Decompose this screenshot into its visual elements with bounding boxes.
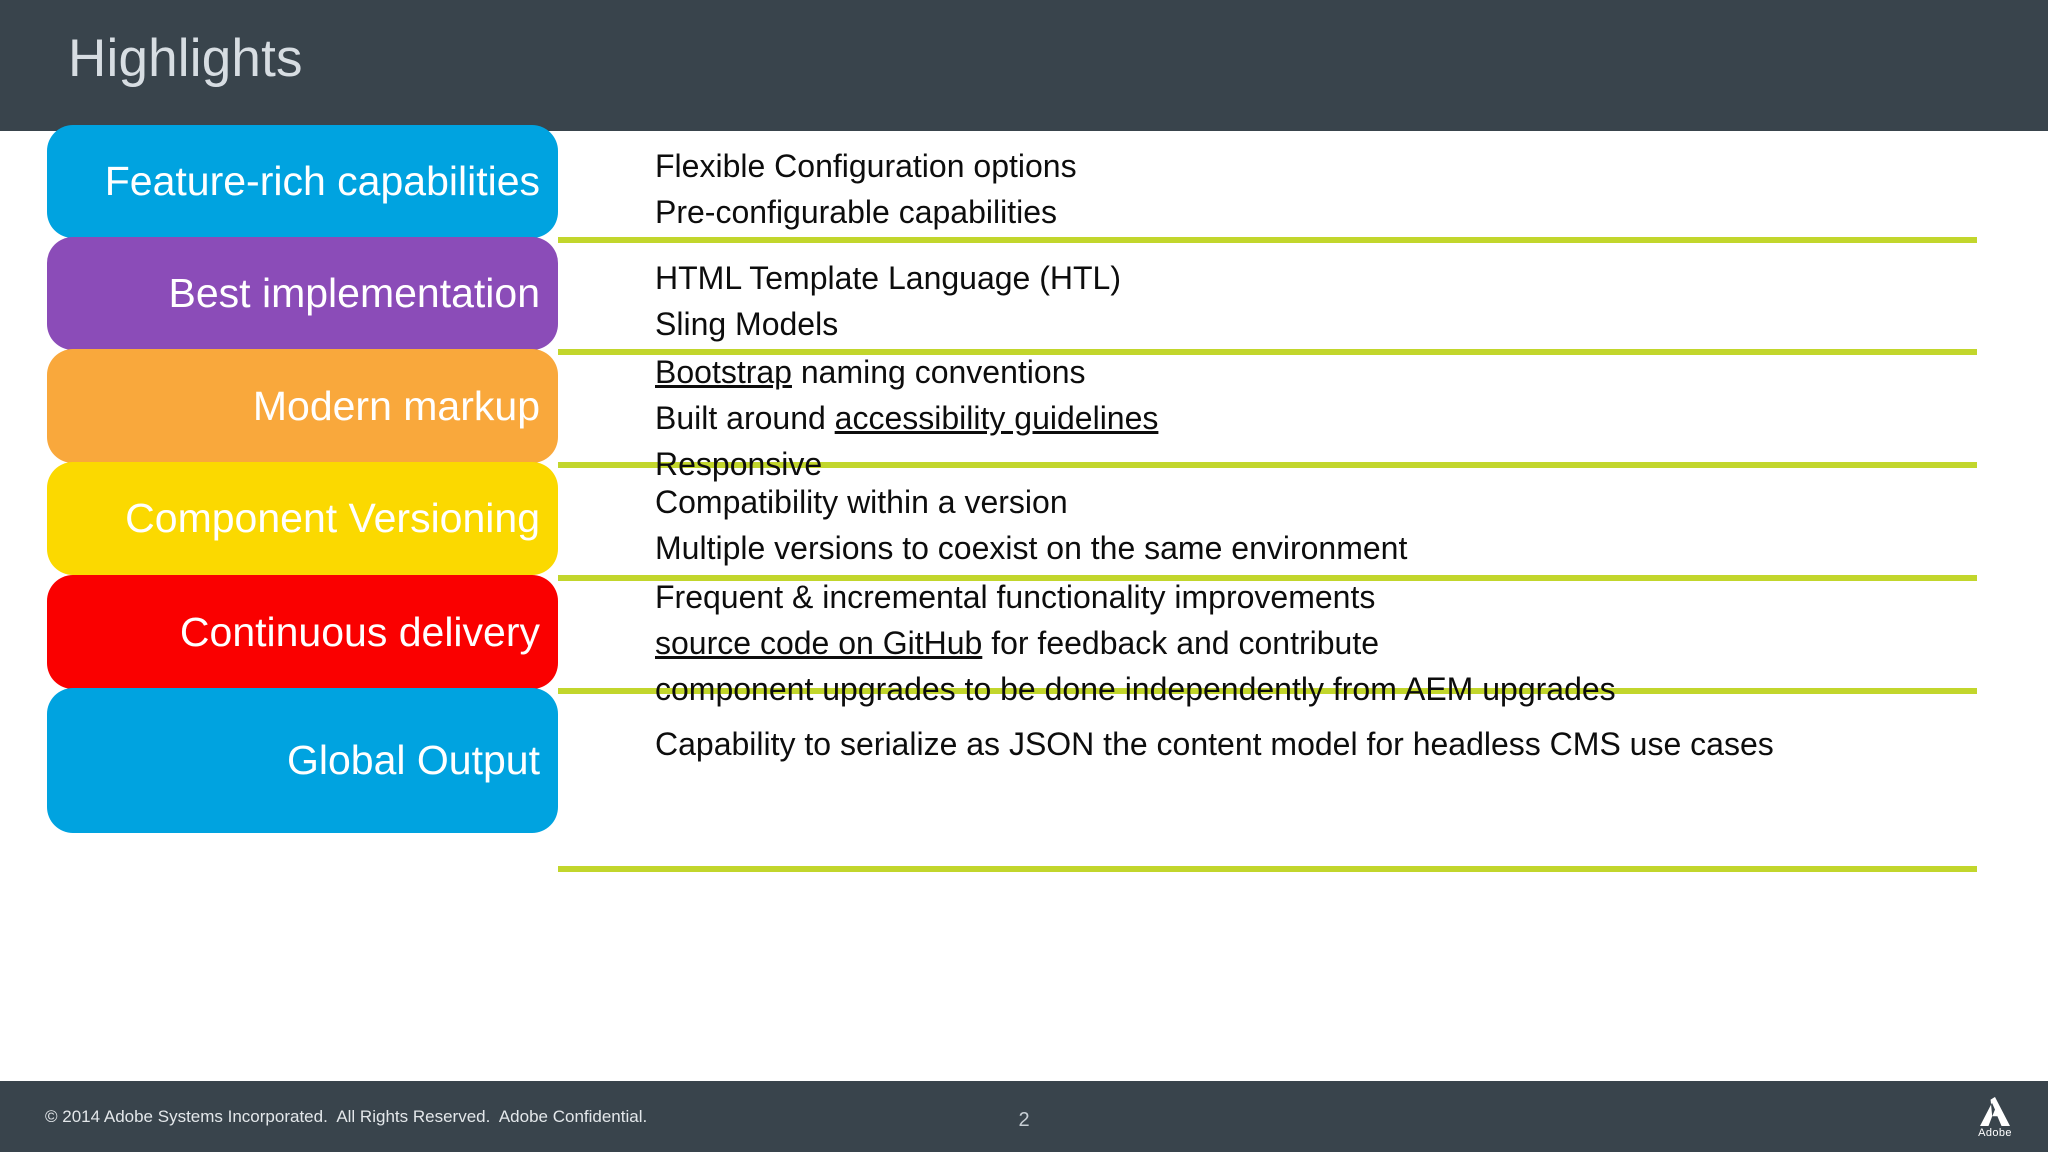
slide-footer: © 2014 Adobe Systems Incorporated. All R… — [0, 1081, 2048, 1152]
row-divider — [558, 866, 1977, 872]
copyright-text: © 2014 Adobe Systems Incorporated. All R… — [45, 1107, 648, 1126]
highlight-pill[interactable]: Global Output — [47, 688, 558, 833]
inline-link[interactable]: source code on GitHub — [655, 625, 983, 661]
page-title: Highlights — [68, 29, 303, 88]
highlight-description-line: Bootstrap naming conventions — [655, 349, 2015, 395]
inline-text: Compatibility within a version — [655, 484, 1068, 520]
inline-text: Multiple versions to coexist on the same… — [655, 530, 1408, 566]
highlight-description-line: Pre-configurable capabilities — [655, 189, 2015, 235]
highlight-description-line: Multiple versions to coexist on the same… — [655, 525, 2015, 571]
highlight-description: Frequent & incremental functionality imp… — [655, 574, 2015, 712]
highlight-pill[interactable]: Continuous delivery — [47, 575, 558, 689]
highlight-pill[interactable]: Best implementation — [47, 237, 558, 350]
highlight-pill-label: Feature-rich capabilities — [104, 158, 540, 204]
highlight-description-line: Frequent & incremental functionality imp… — [655, 574, 2015, 620]
highlight-pill-label: Best implementation — [168, 270, 540, 316]
slide-body: Feature-rich capabilities Flexible Config… — [0, 125, 2048, 1081]
inline-text: Responsive — [655, 446, 823, 482]
adobe-logo: Adobe — [1964, 1089, 2026, 1145]
highlight-pill[interactable]: Modern markup — [47, 349, 558, 463]
inline-text: HTML Template Language (HTL) — [655, 260, 1121, 296]
inline-text: Capability to serialize as JSON the cont… — [655, 726, 1774, 762]
inline-text: Frequent & incremental functionality imp… — [655, 579, 1376, 615]
inline-link[interactable]: accessibility guidelines — [834, 400, 1159, 436]
inline-text: Sling Models — [655, 306, 839, 342]
row-divider — [558, 688, 1977, 694]
inline-link[interactable]: Bootstrap — [655, 354, 792, 390]
highlight-description-line: Built around accessibility guidelines — [655, 395, 2015, 441]
inline-text: Flexible Configuration options — [655, 148, 1077, 184]
page-number: 2 — [1018, 1109, 1030, 1131]
highlight-description: HTML Template Language (HTL) Sling Models — [655, 255, 2015, 347]
highlight-pill-label: Global Output — [287, 737, 540, 783]
inline-text: component upgrades to be done independen… — [655, 671, 1616, 707]
highlight-description-line: Sling Models — [655, 301, 2015, 347]
inline-text: Built around — [655, 400, 835, 436]
row-divider — [558, 462, 1977, 468]
adobe-wordmark: Adobe — [1978, 1127, 2012, 1139]
inline-text: for feedback and contribute — [982, 625, 1379, 661]
highlight-description-line: component upgrades to be done independen… — [655, 666, 2015, 712]
highlight-description-line: Compatibility within a version — [655, 479, 2015, 525]
inline-text: naming conventions — [791, 354, 1086, 390]
row-divider — [558, 349, 1977, 355]
highlight-pill-label: Modern markup — [252, 382, 540, 429]
highlight-pill[interactable]: Feature-rich capabilities — [47, 125, 558, 238]
highlight-description: Capability to serialize as JSON the cont… — [655, 721, 2015, 767]
highlight-pill[interactable]: Component Versioning — [47, 462, 558, 575]
highlight-pill-label: Continuous delivery — [179, 608, 540, 655]
row-divider — [558, 237, 1977, 243]
slide-header: Highlights — [0, 0, 2048, 131]
row-divider — [558, 575, 1977, 581]
highlight-description-line: Capability to serialize as JSON the cont… — [655, 721, 2015, 767]
adobe-a-icon — [1978, 1095, 2012, 1127]
highlight-description-line: HTML Template Language (HTL) — [655, 255, 2015, 301]
highlight-description-line: source code on GitHub for feedback and c… — [655, 620, 2015, 666]
highlight-description-line: Responsive — [655, 441, 2015, 487]
highlight-pill-label: Component Versioning — [125, 495, 540, 541]
inline-text: Pre-configurable capabilities — [655, 194, 1057, 230]
highlight-description-line: Flexible Configuration options — [655, 143, 2015, 189]
